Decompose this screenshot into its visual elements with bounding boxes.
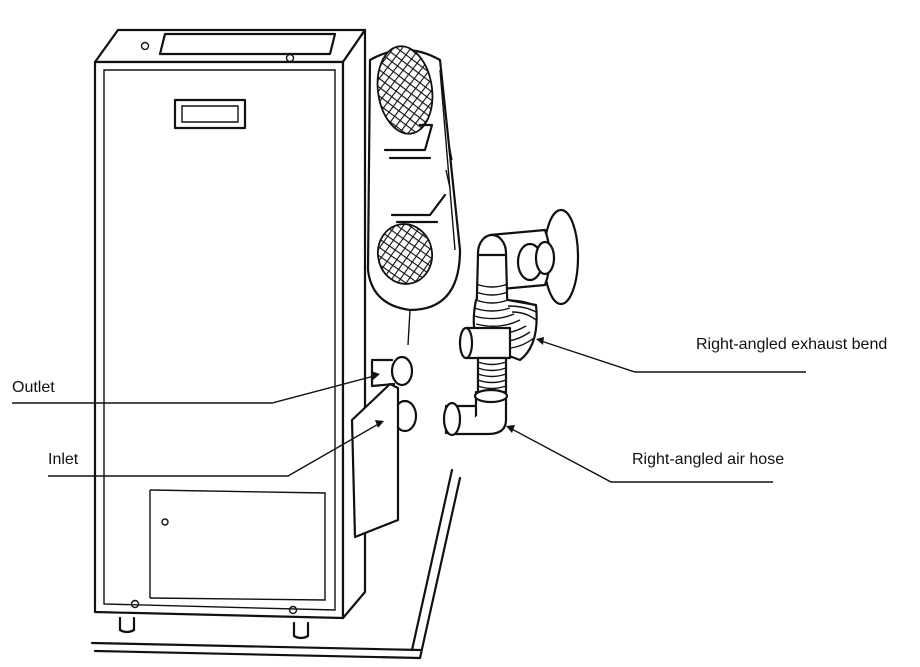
- air-hose-label: Right-angled air hose: [632, 451, 785, 468]
- upper-grille: [376, 45, 434, 135]
- outlet-leader: [12, 374, 379, 404]
- exhaust-bend-assembly: [458, 208, 580, 362]
- side-cover-panel: [366, 45, 462, 346]
- leader-lines: [12, 337, 806, 483]
- heater-cabinet: [93, 28, 367, 640]
- exhaust-bend-leader: [537, 339, 806, 373]
- inlet-leader: [48, 421, 383, 477]
- air-hose-assembly: [442, 356, 509, 437]
- lower-grille: [377, 223, 433, 285]
- floor-plate: [90, 468, 462, 660]
- outlet-label: Outlet: [12, 379, 55, 396]
- exhaust-bend-label: Right-angled exhaust bend: [696, 336, 888, 353]
- outlet-socket: [370, 355, 414, 388]
- air-hose-leader: [507, 426, 773, 483]
- inlet-label: Inlet: [48, 451, 79, 468]
